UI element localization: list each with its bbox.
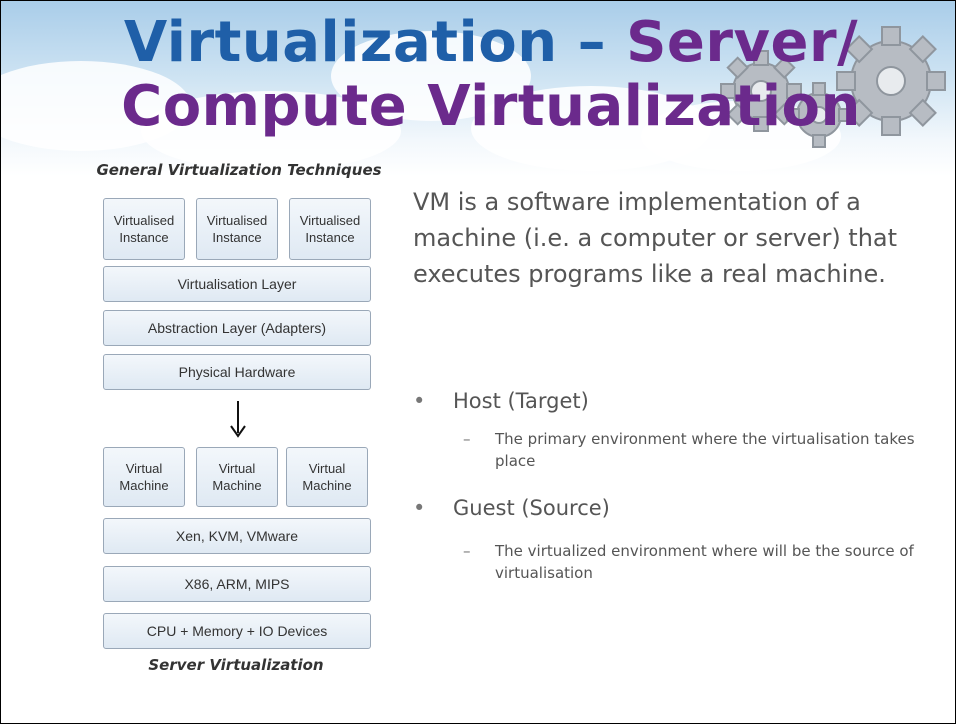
sub-bullet-guest: – The virtualized environment where will…: [463, 540, 933, 584]
dash-marker: –: [463, 430, 471, 448]
bullet-marker: •: [413, 496, 426, 520]
virtualised-instance-box: Virtualised Instance: [289, 198, 371, 260]
bullet-marker: •: [413, 389, 426, 413]
slide-title: Virtualization – Server/ Compute Virtual…: [91, 11, 891, 139]
title-part-2: Server/: [626, 10, 859, 75]
dash-marker: –: [463, 542, 471, 560]
hypervisor-box: Xen, KVM, VMware: [103, 518, 371, 554]
virtual-machine-box: Virtual Machine: [286, 447, 368, 507]
sub-bullet-text: The virtualized environment where will b…: [495, 542, 914, 582]
title-line-2: Compute Virtualization: [121, 74, 861, 139]
virtual-machine-box: Virtual Machine: [103, 447, 185, 507]
bullet-host: • Host (Target): [413, 389, 913, 413]
bullet-label: Host (Target): [453, 389, 589, 413]
bullet-guest: • Guest (Source): [413, 496, 913, 520]
title-part-1: Virtualization –: [123, 10, 627, 75]
diagram-heading: General Virtualization Techniques: [96, 161, 382, 179]
title-line-1: Virtualization – Server/: [91, 11, 891, 75]
intro-paragraph: VM is a software implementation of a mac…: [413, 188, 898, 288]
gears-icon: [720, 26, 946, 148]
diagram-caption: Server Virtualization: [148, 656, 324, 674]
sub-bullet-host: – The primary environment where the virt…: [463, 428, 933, 472]
virtualised-instance-box: Virtualised Instance: [103, 198, 185, 260]
architecture-box: X86, ARM, MIPS: [103, 566, 371, 602]
abstraction-layer-box: Abstraction Layer (Adapters): [103, 310, 371, 346]
virtualisation-layer-box: Virtualisation Layer: [103, 266, 371, 302]
virtualised-instance-box: Virtualised Instance: [196, 198, 278, 260]
hardware-components-box: CPU + Memory + IO Devices: [103, 613, 371, 649]
physical-hardware-box: Physical Hardware: [103, 354, 371, 390]
bullet-label: Guest (Source): [453, 496, 610, 520]
sub-bullet-text: The primary environment where the virtua…: [495, 430, 915, 470]
virtual-machine-box: Virtual Machine: [196, 447, 278, 507]
arrow-down-icon: [230, 401, 246, 438]
